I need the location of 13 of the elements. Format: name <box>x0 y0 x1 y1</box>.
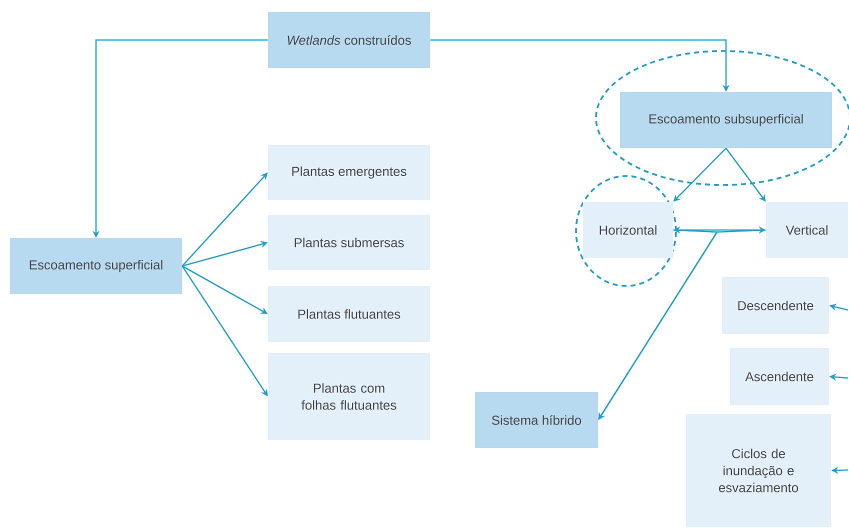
process-box: Horizontal <box>583 202 673 258</box>
process-box: Plantas com folhas flutuantes <box>268 353 430 440</box>
process-box: Plantas flutuantes <box>268 286 430 342</box>
process-box: Sistema híbrido <box>475 392 598 448</box>
process-box: Vertical <box>766 202 848 258</box>
process-box: Ciclos de inundação e esvaziamento <box>686 414 831 527</box>
process-box: Plantas submersas <box>268 215 430 270</box>
process-box: Ascendente <box>730 348 829 405</box>
process-box: Escoamento superficial <box>10 238 182 294</box>
process-box: Plantas emergentes <box>268 145 430 200</box>
process-box: Wetlands construídos <box>268 12 430 68</box>
process-box: Escoamento subsuperficial <box>620 92 832 148</box>
process-box: Descendente <box>722 277 829 334</box>
